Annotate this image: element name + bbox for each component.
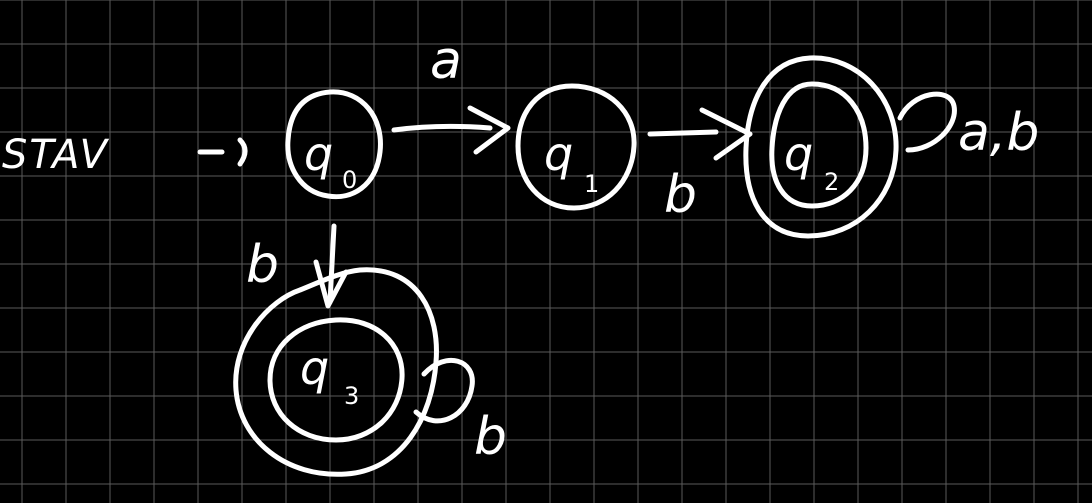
state-q2-name: q <box>784 127 813 181</box>
state-q0: q 0 <box>285 89 383 200</box>
transition-q1-q2: b <box>647 107 753 225</box>
transition-q0-q1: a <box>391 31 511 155</box>
state-q1-circle <box>515 83 637 211</box>
transition-q3-loop <box>413 357 475 424</box>
transition-q2-self-loop: a,b <box>897 91 1039 163</box>
start-label: STAV <box>2 132 110 178</box>
start-arrow: STAV <box>2 132 248 178</box>
state-q1: q 1 <box>515 83 637 211</box>
state-q3-outer-circle <box>233 267 439 477</box>
transition-q2-loop <box>897 91 957 153</box>
transition-q1-q2-line <box>647 129 719 137</box>
transition-q0-q3-line <box>327 223 337 305</box>
transition-q3-self-label: b <box>474 407 507 467</box>
state-q1-subscript: 1 <box>584 170 599 198</box>
transition-q0-q1-line <box>391 123 493 133</box>
transition-q0-q3-label: b <box>246 235 279 295</box>
state-q2-subscript: 2 <box>824 168 839 196</box>
state-q2: q 2 <box>743 55 899 239</box>
start-arrow-head <box>237 137 248 167</box>
state-q3: q 3 <box>233 267 439 477</box>
transition-q0-q1-label: a <box>430 31 462 91</box>
transition-q0-q3: b <box>246 223 349 309</box>
transition-q1-q2-arrowhead <box>699 107 753 161</box>
transition-q0-q1-arrowhead <box>467 105 511 155</box>
transition-q1-q2-label: b <box>664 165 697 225</box>
state-q2-outer-circle <box>743 55 899 239</box>
state-q3-subscript: 3 <box>344 382 359 410</box>
state-q3-name: q <box>300 341 329 395</box>
transition-q0-q3-arrowhead <box>313 259 349 309</box>
transition-q2-self-label: a,b <box>958 103 1039 163</box>
state-q0-name: q <box>304 127 333 181</box>
state-q0-subscript: 0 <box>342 166 357 194</box>
state-q2-inner-circle <box>769 81 869 209</box>
state-q1-name: q <box>544 127 573 181</box>
transition-q3-self-loop: b <box>413 357 507 467</box>
state-q3-inner-circle <box>267 317 405 443</box>
state-q0-circle <box>285 89 383 200</box>
